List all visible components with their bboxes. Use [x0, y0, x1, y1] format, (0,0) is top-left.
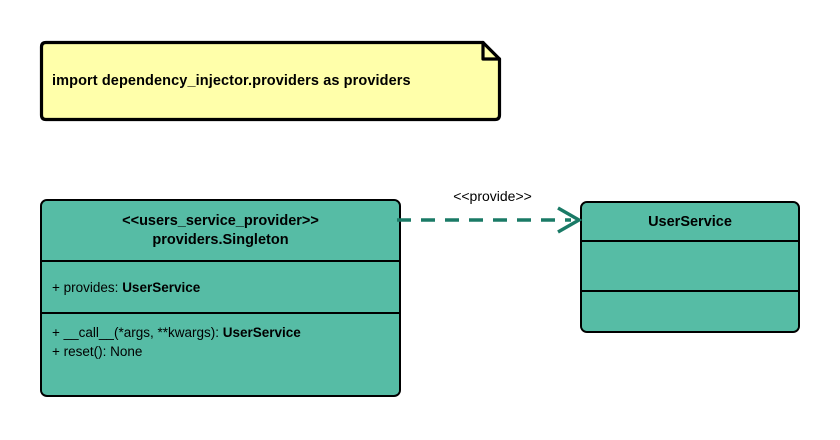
arrowhead-icon [557, 206, 583, 234]
attribute-type: UserService [122, 279, 201, 295]
class-attributes-provider: + provides: UserService [42, 260, 399, 312]
method-visibility: + [52, 344, 60, 359]
method-row: + __call__(*args, **kwargs): UserService [52, 323, 399, 342]
method-label: __call__(*args, **kwargs): [63, 325, 223, 340]
method-row: + reset(): None [52, 342, 399, 361]
class-header-service: UserService [582, 203, 798, 240]
method-visibility: + [52, 325, 60, 340]
class-name: UserService [648, 213, 732, 230]
class-methods-provider: + __call__(*args, **kwargs): UserService… [42, 312, 399, 394]
note-text: import dependency_injector.providers as … [52, 73, 411, 89]
attribute-label: provides: [63, 279, 123, 295]
provide-dependency-connector[interactable] [395, 186, 590, 238]
class-header-provider: <<users_service_provider>> providers.Sin… [42, 201, 399, 260]
attribute-visibility: + [52, 279, 60, 295]
method-label: reset(): None [63, 344, 143, 359]
class-attributes-service [582, 240, 798, 290]
import-note[interactable]: import dependency_injector.providers as … [39, 40, 502, 122]
class-box-user-service[interactable]: UserService [580, 201, 800, 333]
connector-label: <<provide>> [453, 188, 532, 204]
class-methods-service [582, 290, 798, 331]
attribute-row: + provides: UserService [52, 278, 399, 297]
class-box-users-service-provider[interactable]: <<users_service_provider>> providers.Sin… [40, 199, 401, 397]
class-stereotype: <<users_service_provider>> [122, 213, 319, 229]
method-type: UserService [222, 325, 301, 340]
note-shape-icon [39, 40, 502, 122]
class-name: providers.Singleton [152, 232, 289, 248]
